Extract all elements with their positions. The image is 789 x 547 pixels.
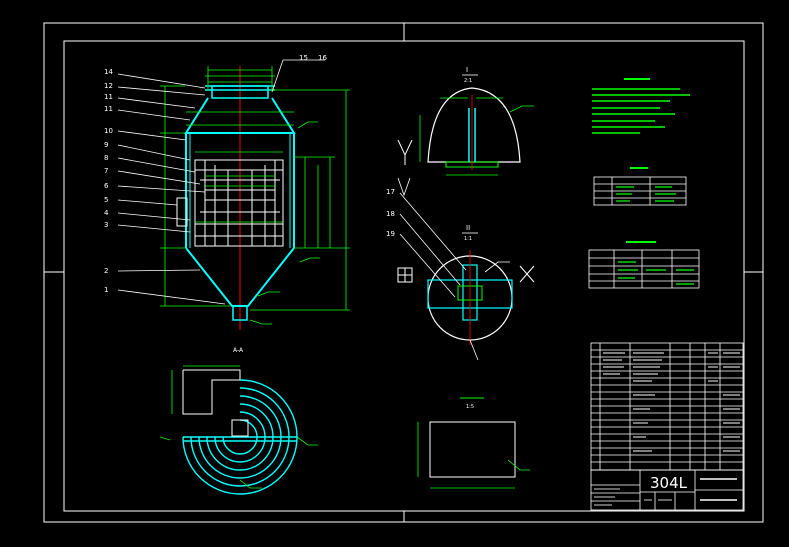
plan-dimensions: [159, 365, 318, 489]
dimension-lines: [160, 66, 350, 311]
detail-ii-labels: 17 18 19: [386, 188, 395, 238]
part-number: 11: [104, 93, 113, 101]
part-number: 12: [104, 82, 113, 90]
detail-ii-leaders: [397, 177, 510, 361]
part-number: 14: [104, 68, 113, 76]
small-part-plate: [429, 421, 516, 478]
nozzle-table: [588, 241, 700, 289]
part-number: 18: [386, 210, 395, 218]
design-table: [593, 167, 687, 206]
part-number: 19: [386, 230, 395, 238]
part-number: 10: [104, 127, 113, 135]
detail-i: I 2:1: [397, 66, 534, 176]
plan-center-pipe: [231, 419, 249, 437]
detail-ii-label: II: [466, 224, 470, 232]
spiral-rings: [182, 379, 298, 495]
part-number-labels: 14 12 11 11 10 9 8 7 6 5 4 3 2 1 15 16: [104, 54, 327, 294]
small-part-scale: 1:5: [466, 404, 474, 410]
part-number: 9: [104, 141, 108, 149]
technical-notes: [592, 78, 690, 134]
sheet-border: [43, 22, 764, 523]
part-number: 17: [386, 188, 395, 196]
part-number: 7: [104, 167, 108, 175]
small-part-view: 1:5: [417, 397, 530, 489]
part-number: 15: [299, 54, 308, 62]
part-number: 6: [104, 182, 109, 190]
outer-sheet-frame: [43, 22, 764, 523]
top-outlet-nozzle: [205, 85, 275, 99]
dome-dimensions: [419, 97, 534, 176]
part-number: 4: [104, 209, 109, 217]
notes-lines: [592, 88, 690, 134]
part-number: 5: [104, 196, 108, 204]
leader-lines: [117, 59, 325, 305]
view-markers: [397, 265, 535, 283]
dome-outline: [427, 87, 521, 163]
part-number: 16: [318, 54, 327, 62]
parts-list: [590, 342, 744, 471]
part-number: 11: [104, 105, 113, 113]
bottom-drain: [232, 305, 248, 321]
plan-view: [159, 365, 318, 495]
small-part-dims: [417, 422, 530, 489]
detail-ii-scale: 1:1: [464, 236, 472, 242]
part-number: 3: [104, 221, 108, 229]
detail-i-label: I: [466, 66, 468, 74]
side-inlet: [176, 197, 188, 227]
part-number: 2: [104, 267, 108, 275]
dome-view-arrow: [397, 139, 413, 165]
inlet-duct: [182, 369, 241, 415]
title-block: 304L: [590, 469, 744, 511]
detail-i-scale: 2:1: [464, 78, 472, 84]
detail-ii: II 1:1 17 18 19: [386, 177, 535, 361]
internal-plates: [194, 159, 284, 247]
material-label: 304L: [650, 474, 688, 492]
weld-symbols: [249, 121, 320, 325]
part-number: 1: [104, 286, 108, 294]
section-marker: A-A: [233, 347, 244, 354]
upper-cone: [184, 97, 296, 134]
main-elevation-view: 14 12 11 11 10 9 8 7 6 5 4 3 2 1 15 16 A…: [104, 54, 350, 354]
part-number: 8: [104, 154, 108, 162]
